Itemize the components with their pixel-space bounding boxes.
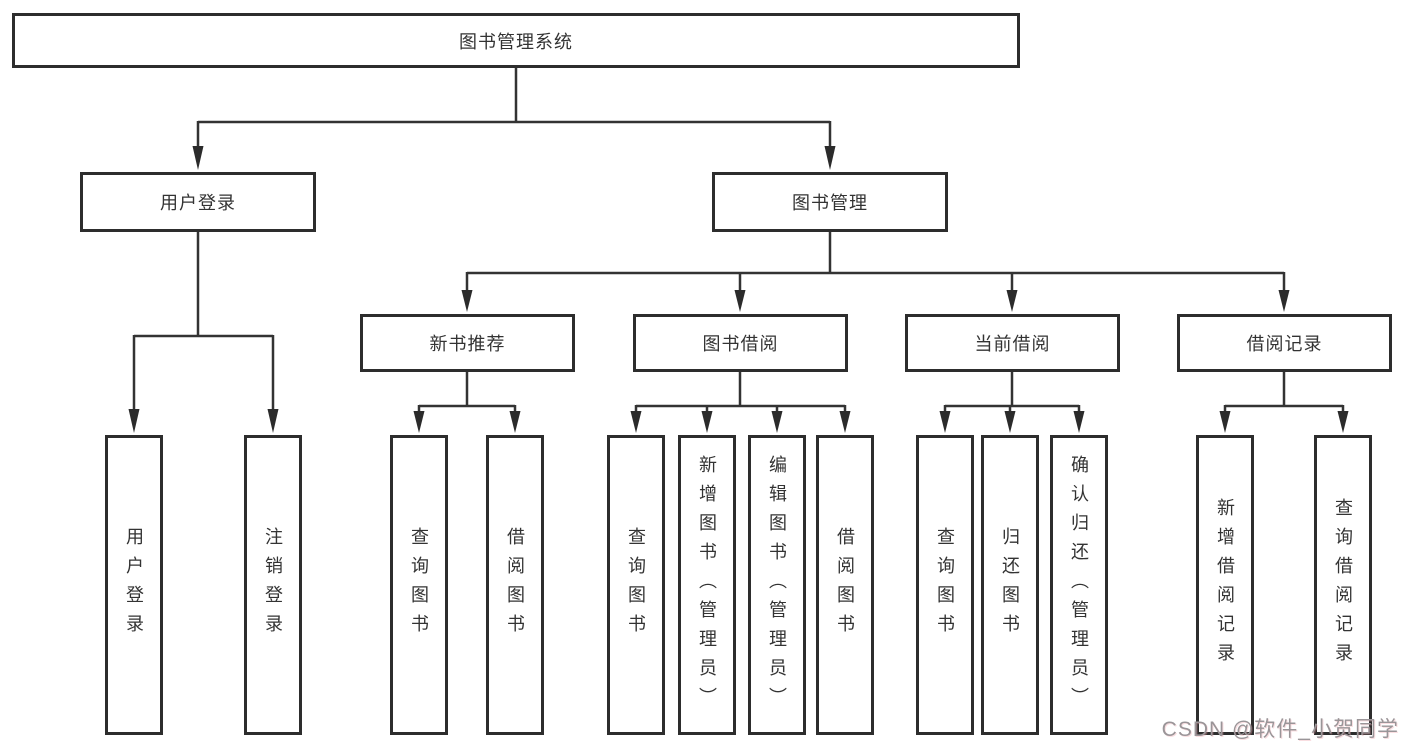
csdn-watermark: CSDN @软件_小贺同学 xyxy=(1161,718,1399,741)
node-current-borrowing: 当前借阅 xyxy=(905,314,1120,372)
node-borrowing-records: 借阅记录 xyxy=(1177,314,1392,372)
node-label: 用户登录 xyxy=(124,527,144,643)
arrowhead-leaf-8 xyxy=(839,411,851,433)
node-label: 注销登录 xyxy=(263,527,283,643)
node-user-login-leaf: 用户登录 xyxy=(105,435,163,735)
arrowhead-leaf-3 xyxy=(413,411,425,433)
node-query-books-borrowing: 查询图书 xyxy=(607,435,665,735)
arrowhead-current-borrowing xyxy=(1006,290,1018,312)
arrowhead-leaf-13 xyxy=(1337,411,1349,433)
node-label: 用户登录 xyxy=(160,193,236,213)
node-add-borrow-record: 新增借阅记录 xyxy=(1196,435,1254,735)
node-label: 查询图书 xyxy=(626,527,646,643)
node-label: 查询图书 xyxy=(935,527,955,643)
node-borrow-books-newbook: 借阅图书 xyxy=(486,435,544,735)
node-confirm-return-admin: 确认归还（管理员） xyxy=(1050,435,1108,735)
node-label: 新增图书（管理员） xyxy=(697,454,717,716)
node-label: 借阅图书 xyxy=(835,527,855,643)
node-new-book-recommendation: 新书推荐 xyxy=(360,314,575,372)
node-add-books-admin: 新增图书（管理员） xyxy=(678,435,736,735)
arrowhead-leaf-1 xyxy=(128,409,140,433)
arrowhead-borrowing-records xyxy=(1278,290,1290,312)
arrowhead-leaf-2 xyxy=(267,409,279,433)
node-label: 图书管理 xyxy=(792,193,868,213)
node-label: 确认归还（管理员） xyxy=(1069,454,1089,716)
arrowhead-leaf-5 xyxy=(630,411,642,433)
node-label: 借阅记录 xyxy=(1246,334,1323,354)
node-label: 查询图书 xyxy=(409,527,429,643)
node-library-management-system: 图书管理系统 xyxy=(12,13,1020,68)
arrowhead-new-book xyxy=(461,290,473,312)
arrowhead-leaf-9 xyxy=(939,411,951,433)
node-label: 图书管理系统 xyxy=(459,31,573,52)
arrowhead-leaf-7 xyxy=(771,411,783,433)
node-query-books-current: 查询图书 xyxy=(916,435,974,735)
arrowhead-leaf-11 xyxy=(1073,411,1085,433)
node-label: 图书借阅 xyxy=(702,334,779,354)
node-book-management: 图书管理 xyxy=(712,172,948,232)
node-return-books: 归还图书 xyxy=(981,435,1039,735)
arrowhead-user-login xyxy=(192,146,204,170)
arrowhead-leaf-6 xyxy=(701,411,713,433)
node-label: 归还图书 xyxy=(1000,527,1020,643)
arrowhead-leaf-10 xyxy=(1004,411,1016,433)
node-edit-books-admin: 编辑图书（管理员） xyxy=(748,435,806,735)
node-label: 当前借阅 xyxy=(974,334,1051,354)
node-label: 新增借阅记录 xyxy=(1215,498,1235,672)
arrowhead-book-borrowing xyxy=(734,290,746,312)
node-user-login: 用户登录 xyxy=(80,172,316,232)
node-book-borrowing: 图书借阅 xyxy=(633,314,848,372)
node-label: 查询借阅记录 xyxy=(1333,498,1353,672)
node-query-borrow-record: 查询借阅记录 xyxy=(1314,435,1372,735)
node-label: 编辑图书（管理员） xyxy=(767,454,787,716)
node-logout-leaf: 注销登录 xyxy=(244,435,302,735)
node-borrow-books-borrowing: 借阅图书 xyxy=(816,435,874,735)
node-label: 新书推荐 xyxy=(429,334,506,354)
node-label: 借阅图书 xyxy=(505,527,525,643)
node-query-books-newbook: 查询图书 xyxy=(390,435,448,735)
arrowhead-leaf-12 xyxy=(1219,411,1231,433)
arrowhead-leaf-4 xyxy=(509,411,521,433)
arrowhead-book-management xyxy=(824,146,836,170)
